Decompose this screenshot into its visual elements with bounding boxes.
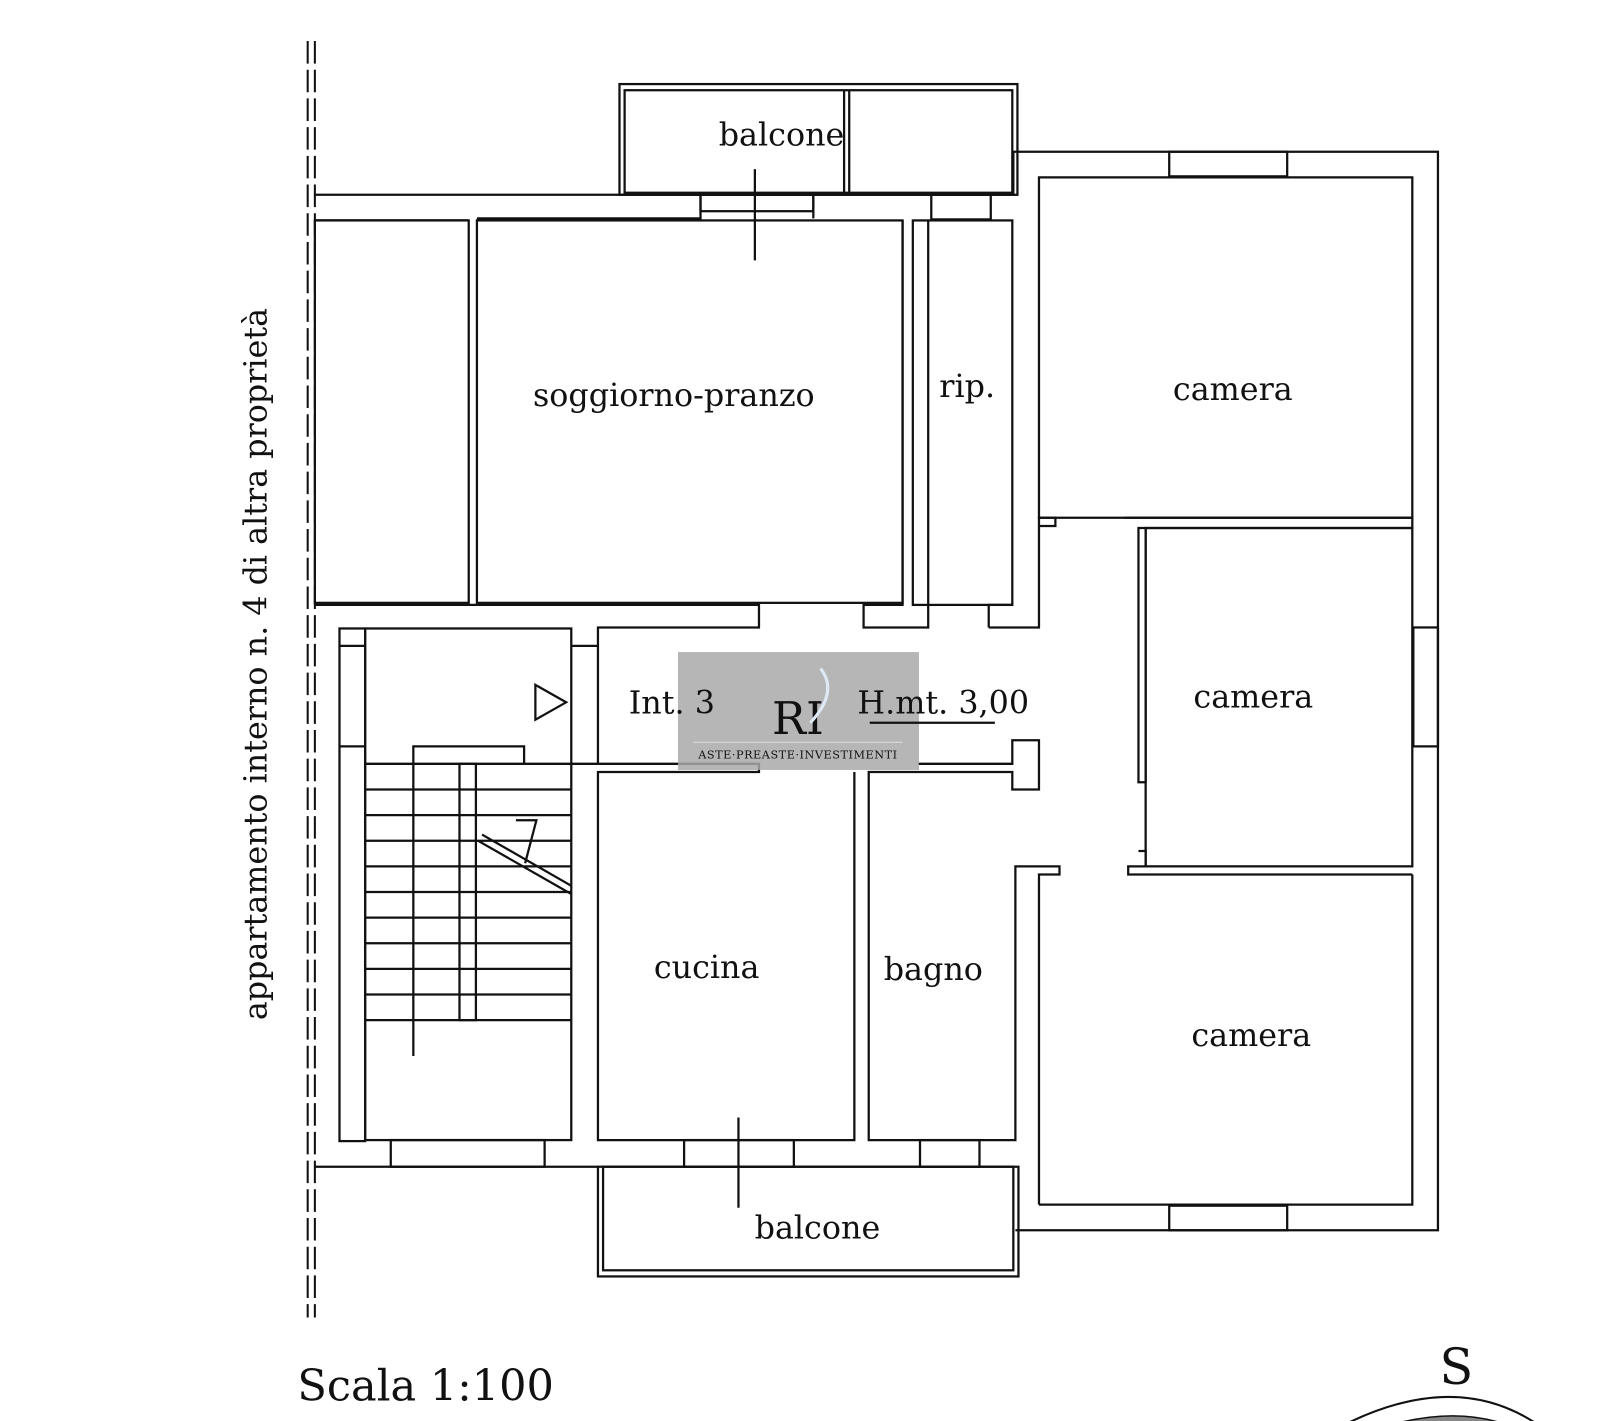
- side-label: appartamento interno n. 4 di altra propr…: [239, 308, 275, 1020]
- staircase: [365, 682, 572, 1057]
- compass-letter: S: [1440, 1338, 1474, 1396]
- watermark-logo: RI ASTE·PREASTE·INVESTIMENTI: [677, 652, 919, 770]
- label-bedroom-2: camera: [1193, 679, 1313, 715]
- window: [1168, 1204, 1289, 1232]
- label-bedroom-3: camera: [1191, 1018, 1311, 1054]
- window: [1168, 150, 1289, 178]
- label-bathroom: bagno: [884, 952, 983, 988]
- window: [930, 193, 992, 221]
- label-living: soggiorno-pranzo: [533, 378, 815, 414]
- height-label: H.mt. 3,00: [857, 686, 1029, 722]
- unit-label: Int. 3: [629, 686, 715, 722]
- entrance-arrow-icon: [534, 682, 569, 722]
- compass-icon: S: [1349, 1338, 1534, 1421]
- label-balcony-top: balcone: [719, 118, 845, 154]
- label-balcony-bottom: balcone: [755, 1211, 881, 1247]
- logo-mark: RI: [772, 692, 824, 745]
- window: [389, 1138, 546, 1168]
- balcony-bottom: [596, 1165, 1020, 1278]
- window: [918, 1138, 981, 1168]
- window: [1412, 626, 1440, 748]
- label-kitchen: cucina: [654, 950, 760, 986]
- label-bedroom-1: camera: [1173, 372, 1293, 408]
- window: [699, 193, 815, 213]
- logo-tagline: ASTE·PREASTE·INVESTIMENTI: [697, 749, 897, 762]
- scale-label: Scala 1:100: [297, 1362, 553, 1412]
- label-storage: rip.: [939, 369, 995, 405]
